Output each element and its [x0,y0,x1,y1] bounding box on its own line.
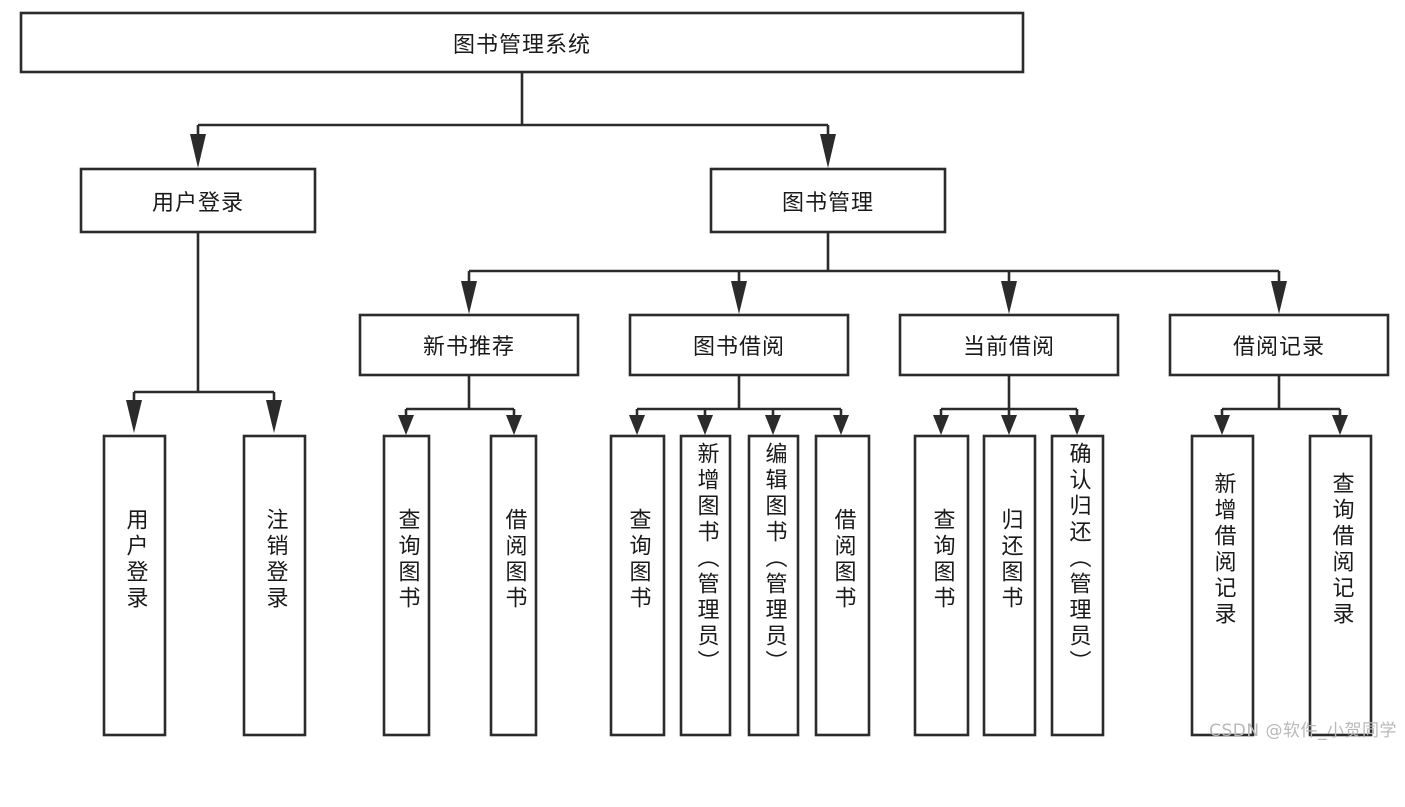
arrow-to-book-management [820,134,836,168]
leaf-bb-borrow-book[interactable] [814,434,871,737]
leaf-logout[interactable] [242,434,307,737]
node-user-login[interactable] [79,167,317,234]
arrow-to-new-book-recommend [461,281,477,314]
arrow-to-leaf-user-login [126,400,142,433]
leaf-cb-confirm-return[interactable] [1050,434,1105,737]
node-new-book-recommend[interactable] [358,313,580,377]
arrow-to-leaf-cb-1 [933,415,949,435]
node-current-borrow[interactable] [898,313,1120,377]
leaf-bb-add-book[interactable] [679,434,732,737]
node-book-management[interactable] [709,167,947,234]
leaf-user-login[interactable] [102,434,167,737]
leaf-bb-query-book[interactable] [609,434,666,737]
arrow-to-current-borrow [1001,281,1017,314]
arrow-to-leaf-cb-2 [1001,415,1017,435]
leaf-cb-return-book[interactable] [982,434,1037,737]
arrow-to-leaf-nbr-1 [398,415,414,435]
arrow-to-leaf-bb-2 [697,415,713,435]
arrow-to-leaf-nbr-2 [506,415,522,435]
arrow-to-book-borrow [731,281,747,314]
arrow-to-leaf-logout [266,400,282,433]
arrow-to-leaf-cb-3 [1069,415,1085,435]
arrow-to-leaf-br-1 [1214,415,1230,435]
node-book-borrow[interactable] [628,313,850,377]
arrow-to-leaf-bb-1 [629,415,645,435]
arrow-to-leaf-bb-3 [765,415,781,435]
arrow-to-leaf-bb-4 [833,415,849,435]
leaf-bb-edit-book[interactable] [747,434,800,737]
leaf-cb-query-book[interactable] [913,434,970,737]
arrow-to-borrow-records [1271,281,1287,314]
leaf-br-add-record[interactable] [1190,434,1255,737]
arrow-to-leaf-br-2 [1332,415,1348,435]
leaf-br-query-record[interactable] [1308,434,1373,737]
leaf-nbr-query-book[interactable] [382,434,431,737]
flowchart-canvas: 图书管理系统 用户登录 图书管理 新书推荐 图书借阅 当前借阅 借阅记录 用户登… [19,11,1397,741]
leaf-nbr-borrow-book[interactable] [489,434,538,737]
node-root-book-management-system[interactable] [19,11,1025,74]
arrow-to-user-login [190,134,206,168]
flowchart-svg [19,11,1390,737]
node-borrow-records[interactable] [1168,313,1390,377]
